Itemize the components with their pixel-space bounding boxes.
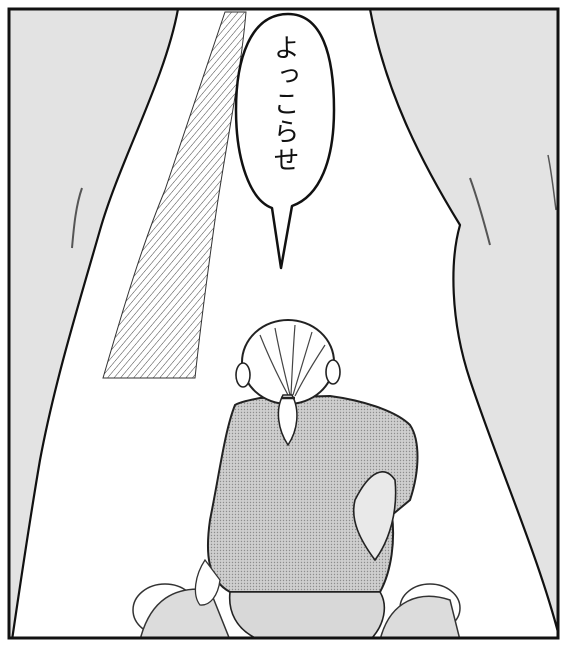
side-stroke-left bbox=[71, 187, 83, 249]
head bbox=[241, 319, 335, 405]
ponytail bbox=[277, 394, 298, 447]
speech-bubble bbox=[234, 12, 336, 270]
ear-right bbox=[325, 359, 341, 385]
hatching-shadow bbox=[102, 11, 247, 379]
hair-lines bbox=[259, 324, 326, 397]
speech-text: よっこらせ bbox=[269, 34, 299, 174]
knee-right bbox=[379, 595, 461, 638]
pants bbox=[228, 591, 386, 638]
seated-figure bbox=[132, 319, 461, 638]
side-stroke-right bbox=[469, 177, 491, 246]
hand-left bbox=[194, 558, 221, 606]
arm bbox=[352, 471, 397, 562]
ear-left bbox=[235, 362, 251, 388]
side-stroke-right-2 bbox=[547, 154, 557, 211]
panel-border bbox=[7, 7, 560, 640]
